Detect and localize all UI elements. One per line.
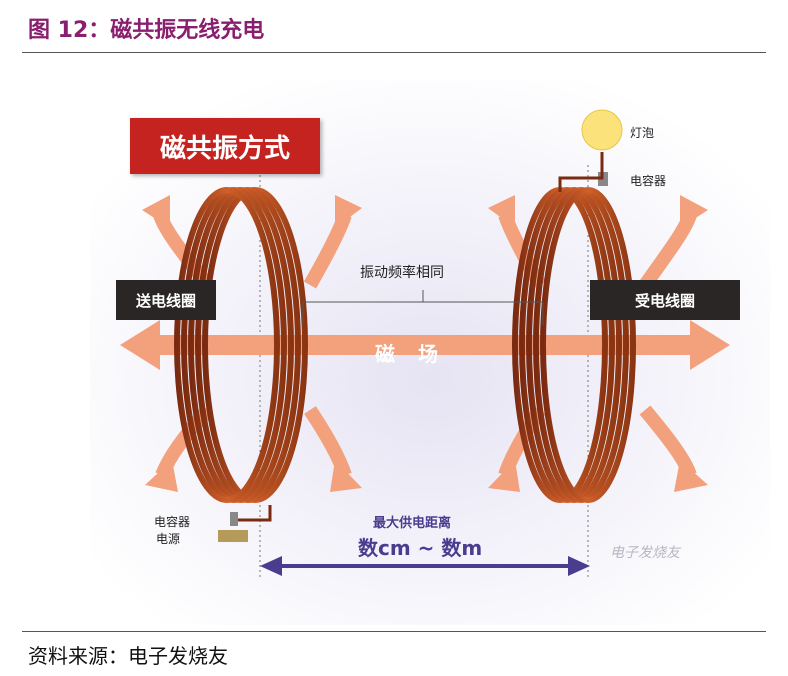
arrow-right-down-head <box>674 460 708 492</box>
arrow-right-inner-up-head <box>488 195 515 228</box>
magnetic-field-label: 磁 场 <box>375 342 446 366</box>
capacitor-left-label: 电容器 <box>154 515 191 529</box>
source-note: 资料来源：电子发烧友 <box>28 644 228 668</box>
watermark: 电子发烧友 <box>610 545 680 561</box>
arrow-left-inner-down-head <box>330 460 362 492</box>
bulb-wire <box>558 152 604 192</box>
arrow-right-inner-down-head <box>488 460 520 492</box>
top-divider <box>22 52 766 53</box>
arrow-left-up-head <box>142 195 170 228</box>
arrow-left-down-head <box>145 460 178 492</box>
source-wire <box>238 505 272 522</box>
bulb-icon <box>581 109 623 151</box>
diagram-graphics <box>90 80 770 625</box>
frequency-label: 振动频率相同 <box>360 265 444 281</box>
capacitor-left-icon <box>230 512 238 526</box>
send-coil-label: 送电线圈 <box>116 280 216 320</box>
distance-arrow-left <box>260 556 282 576</box>
figure-title: 图 12：磁共振无线充电 <box>28 18 265 43</box>
capacitor-right-label: 电容器 <box>630 174 667 188</box>
field-arrow <box>120 320 730 370</box>
arrow-right-up-head <box>680 195 708 228</box>
distance-title: 最大供电距离 <box>373 516 452 531</box>
distance-value: 数cm ~ 数m <box>358 536 483 560</box>
receive-coil-label: 受电线圈 <box>590 280 740 320</box>
power-source-icon <box>218 530 248 542</box>
arrow-left-inner-up-head <box>335 195 362 228</box>
bottom-divider <box>22 631 766 632</box>
distance-arrow-right <box>568 556 590 576</box>
resonance-diagram: 磁共振方式 送电线圈 受电线圈 振动频率相同 磁 场 灯泡 电容器 电容器 电源… <box>90 80 770 625</box>
method-badge: 磁共振方式 <box>130 118 320 174</box>
bulb-label: 灯泡 <box>630 126 655 140</box>
send-coil-graphic <box>174 187 308 503</box>
power-source-label: 电源 <box>156 532 181 546</box>
